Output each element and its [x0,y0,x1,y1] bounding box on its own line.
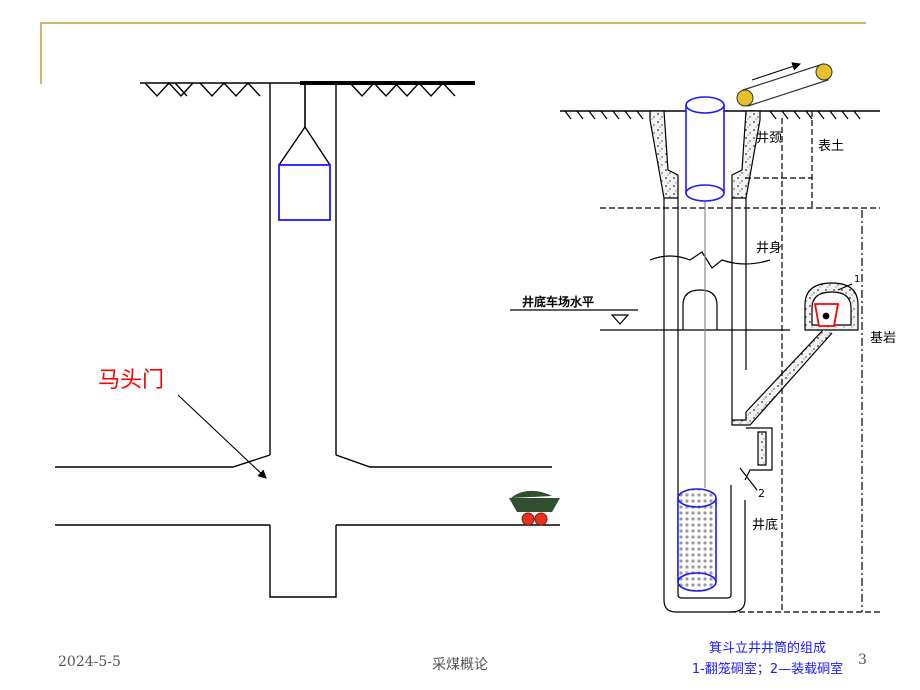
shaft-bottom-label: 井底 [752,518,779,533]
mine-cart-icon [509,490,560,526]
left-skip-cage [278,164,331,221]
footer-date: 2024-5-5 [58,654,121,670]
figure-caption-line2: 1-翻笼硐室；2—装载硐室 [691,662,844,677]
bedrock-label: 基岩 [870,331,897,346]
conveyor-pipe-icon [736,62,833,107]
topsoil-label: 表土 [818,139,845,154]
marker-2: 2 [758,487,765,500]
left-shaft-diagram [55,81,560,598]
shaft-collar-label: 井颈 [756,131,783,146]
frame-top-rule [40,22,866,24]
level-label: 井底车场水平 [522,295,595,309]
lower-skip-icon [677,488,717,592]
footer-title: 采煤概论 [432,657,488,673]
horsehead-door-label: 马头门 [98,368,165,393]
marker-1: 1 [854,274,861,285]
frame-left-rule [40,22,42,84]
right-shaft-diagram [510,110,880,613]
shaft-body-label: 井身 [756,241,783,256]
figure-caption-line1: 箕斗立井井筒的组成 [708,641,826,656]
page-number: 3 [858,652,867,668]
upper-skip-icon [685,96,725,202]
